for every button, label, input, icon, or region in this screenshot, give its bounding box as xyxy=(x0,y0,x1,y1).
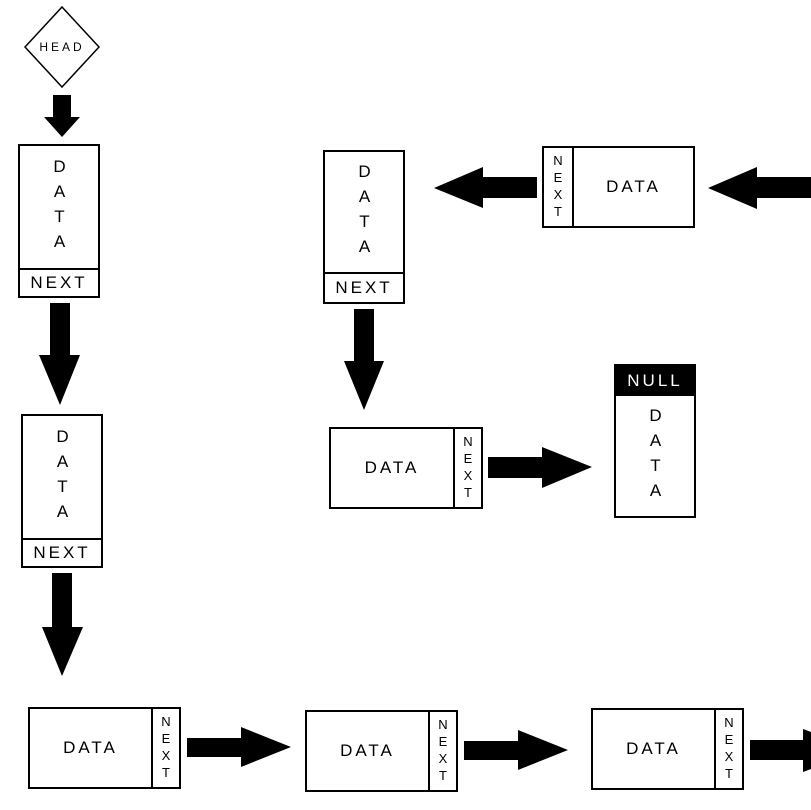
node-7-next: NEXT xyxy=(335,278,393,297)
node-5-next: NEXT xyxy=(721,715,737,783)
node-3-next: NEXT xyxy=(158,714,174,782)
tail-data: DATA xyxy=(646,406,665,506)
node-4-next: NEXT xyxy=(435,717,451,785)
arrow-node1-to-node2 xyxy=(39,303,80,405)
node-4: DATA NEXT xyxy=(305,710,458,792)
node-tail: NULL DATA xyxy=(614,364,696,518)
node-8-next: NEXT xyxy=(460,434,476,502)
arrow-node7-to-node8 xyxy=(344,309,384,410)
arrow-head-to-node1 xyxy=(44,95,80,137)
arrow-node6-to-node7 xyxy=(434,167,537,208)
node-5-data: DATA xyxy=(626,739,681,758)
node-1-data: DATA xyxy=(50,157,69,257)
node-2: DATA NEXT xyxy=(21,414,103,568)
node-2-next: NEXT xyxy=(33,543,91,562)
arrow-node5-to-offscreen xyxy=(750,729,811,772)
node-6: NEXT DATA xyxy=(542,146,695,228)
head-label: HEAD xyxy=(39,40,85,54)
node-8-data: DATA xyxy=(364,458,420,477)
node-2-data: DATA xyxy=(53,427,72,527)
node-4-data: DATA xyxy=(340,741,395,760)
node-3-data: DATA xyxy=(63,738,118,757)
arrow-node3-to-node4 xyxy=(187,727,291,767)
node-7-data: DATA xyxy=(355,162,374,262)
tail-null: NULL xyxy=(616,366,694,396)
arrow-node8-to-tail xyxy=(488,447,592,488)
node-6-data: DATA xyxy=(606,177,661,196)
arrow-node4-to-node5 xyxy=(464,730,568,770)
node-5: DATA NEXT xyxy=(591,708,744,790)
node-1: DATA NEXT xyxy=(18,144,100,298)
arrow-node2-to-node3 xyxy=(42,573,83,676)
arrow-offscreen-to-node6 xyxy=(708,167,811,209)
node-7: DATA NEXT xyxy=(323,150,405,304)
node-1-next: NEXT xyxy=(30,273,88,292)
node-8: DATA NEXT xyxy=(329,427,483,509)
node-6-next: NEXT xyxy=(550,153,566,221)
node-3: DATA NEXT xyxy=(28,707,181,789)
